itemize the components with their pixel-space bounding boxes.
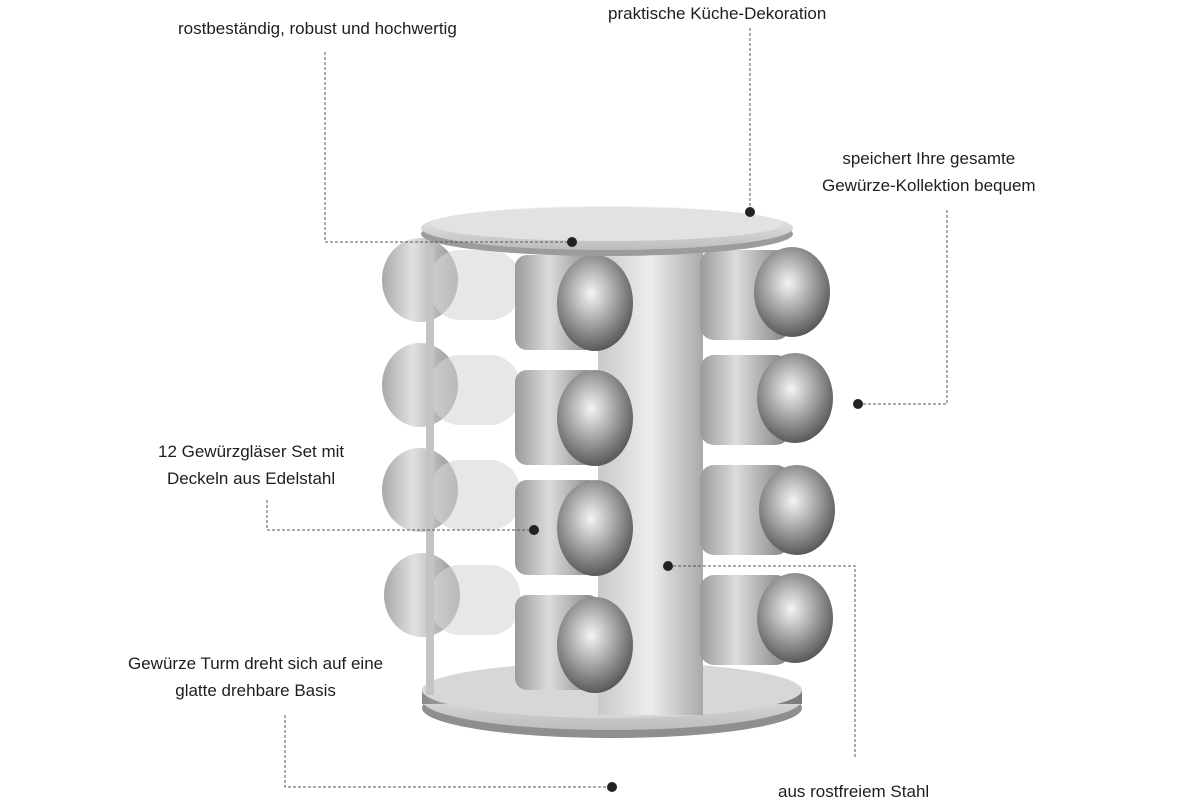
callout-stores-line1: speichert Ihre gesamte	[842, 149, 1016, 168]
callout-rotating-line2: glatte drehbare Basis	[175, 681, 336, 700]
top-plate	[421, 206, 793, 256]
jars-left-back	[382, 238, 520, 637]
callout-stores-line2: Gewürze-Kollektion bequem	[822, 176, 1036, 195]
callout-stainless-steel: aus rostfreiem Stahl	[778, 782, 930, 801]
callout-rotating-base: Gewürze Turm dreht sich auf eine glatte …	[128, 650, 383, 704]
callout-rust-resistant: rostbeständig, robust und hochwertig	[178, 19, 457, 38]
callout-kitchen-decoration: praktische Küche-Dekoration	[608, 4, 827, 23]
callout-jar-set-line2: Deckeln aus Edelstahl	[166, 469, 336, 488]
callout-jar-set: 12 Gewürzgläser Set mit Deckeln aus Edel…	[158, 438, 344, 492]
callout-jar-set-line1: 12 Gewürzgläser Set mit	[158, 442, 345, 461]
callout-stores-collection: speichert Ihre gesamte Gewürze-Kollektio…	[822, 145, 1036, 199]
jars-right	[700, 247, 835, 665]
callout-rotating-line1: Gewürze Turm dreht sich auf eine	[128, 654, 384, 673]
jars-left-front	[515, 255, 633, 693]
